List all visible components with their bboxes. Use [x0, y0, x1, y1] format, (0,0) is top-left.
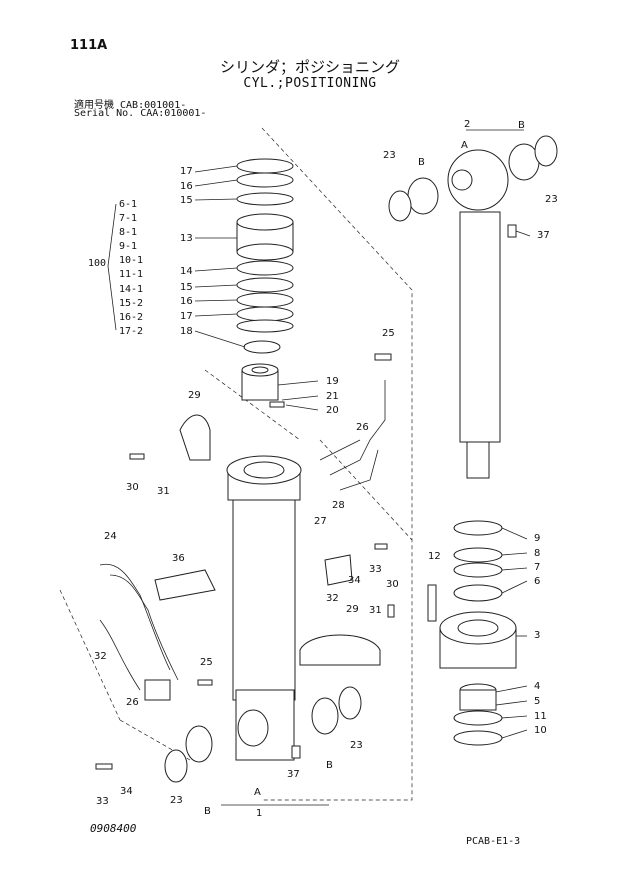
- callout-label: 34: [348, 575, 361, 586]
- callout-label: 16: [180, 296, 193, 307]
- kit-item: 16-2: [119, 312, 144, 323]
- callout-label: 17: [180, 166, 193, 177]
- callout-label: 3: [534, 630, 541, 641]
- kit-item: 6-1: [119, 199, 138, 210]
- kit-item: 14-1: [119, 284, 144, 295]
- callout-label: 9: [534, 533, 541, 544]
- callout-label: 21: [326, 391, 339, 402]
- callout-label: B: [518, 120, 525, 131]
- callout-label: 12: [428, 551, 441, 562]
- kit-item: 8-1: [119, 227, 138, 238]
- serial-number: Serial No. CAA:010001-: [74, 108, 207, 119]
- kit-item: 9-1: [119, 241, 138, 252]
- callout-label: 37: [537, 230, 550, 241]
- callout-label: 31: [369, 605, 382, 616]
- callout-label: 15: [180, 195, 193, 206]
- callout-label: 33: [369, 564, 382, 575]
- callout-label: 27: [314, 516, 327, 527]
- callout-label: 5: [534, 696, 541, 707]
- callout-label: 24: [104, 531, 117, 542]
- callout-label: 11: [534, 711, 547, 722]
- callout-label: 4: [534, 681, 541, 692]
- page-number: 111A: [70, 38, 108, 53]
- cylinder-head: [439, 520, 517, 746]
- callout-label: 25: [200, 657, 213, 668]
- callout-label: A: [461, 140, 468, 151]
- callout-label: 34: [120, 786, 133, 797]
- callout-label: 32: [326, 593, 339, 604]
- callout-label: 26: [356, 422, 369, 433]
- callout-label: 29: [188, 390, 201, 401]
- assembly-guide-line: [59, 589, 121, 721]
- kit-group-label: 100: [88, 258, 107, 269]
- title-english: CYL.;POSITIONING: [243, 76, 377, 91]
- callout-label: 28: [332, 500, 345, 511]
- callout-label: 20: [326, 405, 339, 416]
- callout-label: 33: [96, 796, 109, 807]
- reference-code: PCAB-E1-3: [466, 836, 521, 847]
- callout-label: 29: [346, 604, 359, 615]
- callout-label: 16: [180, 181, 193, 192]
- callout-label: 2: [464, 119, 471, 130]
- piston-seal-stack: [236, 158, 294, 401]
- callout-label: B: [418, 157, 425, 168]
- callout-label: 1: [256, 808, 263, 819]
- callout-label: 13: [180, 233, 193, 244]
- callout-label: 18: [180, 326, 193, 337]
- callout-label: 30: [386, 579, 399, 590]
- callout-label: 32: [94, 651, 107, 662]
- kit-bracket: [107, 203, 117, 331]
- assembly-guide-line: [204, 369, 301, 441]
- callout-label: 8: [534, 548, 541, 559]
- kit-item: 7-1: [119, 213, 138, 224]
- kit-item: 15-2: [119, 298, 144, 309]
- hydraulic-pipes: [99, 380, 386, 701]
- cylinder-tube: [226, 455, 302, 761]
- kit-item: 10-1: [119, 255, 144, 266]
- assembly-guide-line: [319, 439, 413, 541]
- callout-label: 15: [180, 282, 193, 293]
- assembly-frame: [261, 127, 413, 801]
- bolts: [95, 353, 437, 770]
- callout-label: 19: [326, 376, 339, 387]
- callout-label: 23: [350, 740, 363, 751]
- callout-label: A: [254, 787, 261, 798]
- leader-lines: [194, 129, 531, 806]
- document-code: 0908400: [90, 822, 137, 835]
- callout-label: 26: [126, 697, 139, 708]
- callout-label: 14: [180, 266, 193, 277]
- callout-label: 7: [534, 562, 541, 573]
- bottom-bushings: [164, 686, 362, 783]
- callout-label: 37: [287, 769, 300, 780]
- callout-label: 10: [534, 725, 547, 736]
- title-japanese: シリンダ；ポジショニング: [219, 58, 400, 76]
- callout-label: B: [204, 806, 211, 817]
- kit-item: 17-2: [119, 326, 144, 337]
- callout-label: 23: [383, 150, 396, 161]
- callout-label: B: [326, 760, 333, 771]
- callout-label: 6: [534, 576, 541, 587]
- callout-label: 25: [382, 328, 395, 339]
- callout-label: 23: [170, 795, 183, 806]
- callout-label: 36: [172, 553, 185, 564]
- kit-item: 11-1: [119, 269, 144, 280]
- callout-label: 30: [126, 482, 139, 493]
- callout-label: 31: [157, 486, 170, 497]
- serial-applicable-japanese: 適用号機 CAB:001001-: [74, 100, 187, 111]
- callout-label: 23: [545, 194, 558, 205]
- piston-rod: [388, 135, 558, 479]
- callout-label: 17: [180, 311, 193, 322]
